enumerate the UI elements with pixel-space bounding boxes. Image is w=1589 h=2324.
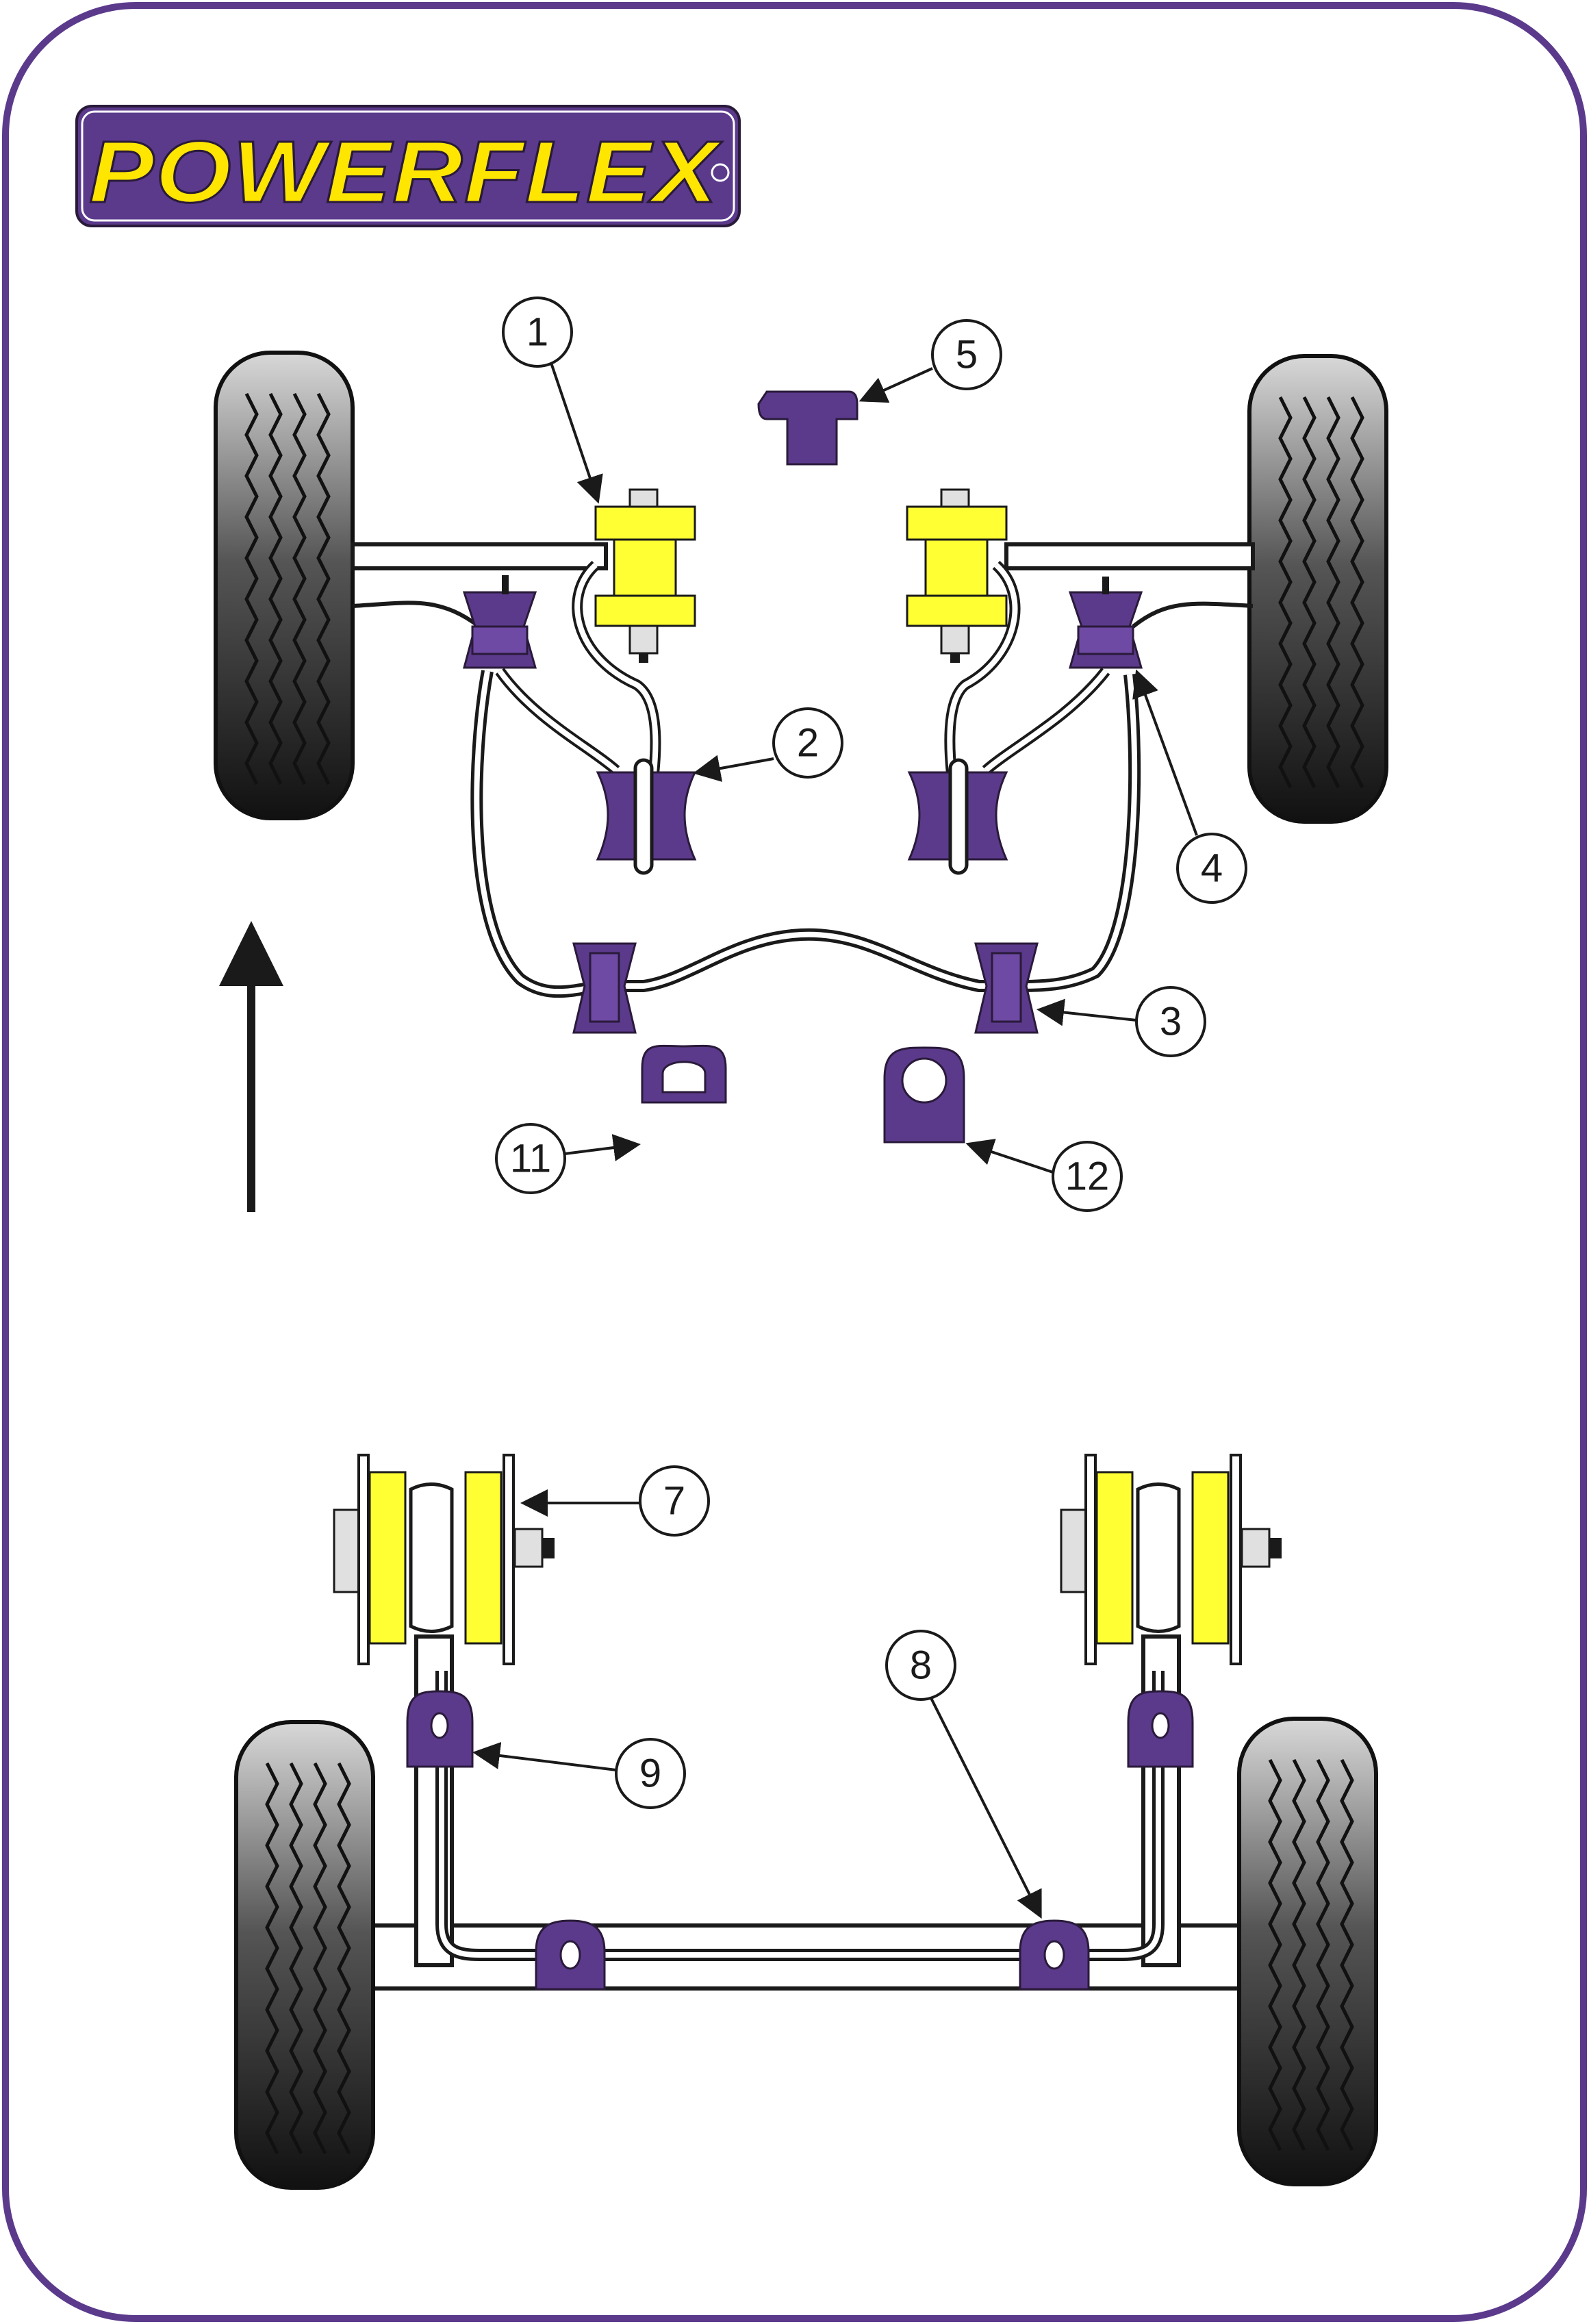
bush-5 [757, 390, 859, 466]
bush-4-right [1068, 577, 1143, 669]
callout-11-label: 11 [510, 1137, 551, 1181]
leader-line-11 [564, 1134, 641, 1161]
leader-line-4 [1132, 669, 1198, 836]
bush-9-left [406, 1690, 474, 1768]
powerflex-logo: POWERFLEX [75, 105, 741, 227]
callout-2-label: 2 [797, 721, 819, 766]
tyre-front-left [216, 353, 353, 818]
callout-5-label: 5 [956, 333, 978, 377]
bush-3-left [572, 942, 637, 1034]
bush-11 [641, 1044, 727, 1104]
callout-1-label: 1 [526, 310, 548, 355]
callout-5: 5 [931, 319, 1002, 390]
bush-9-right [1127, 1690, 1194, 1768]
callout-4-label: 4 [1201, 846, 1223, 891]
rear-anti-roll-bar [435, 1671, 1165, 1961]
callout-8: 8 [885, 1630, 956, 1701]
callout-1: 1 [502, 296, 573, 368]
bush-3-right [974, 942, 1039, 1034]
callout-11: 11 [495, 1123, 566, 1194]
registered-mark-icon [711, 163, 730, 182]
callout-12-label: 12 [1065, 1154, 1110, 1199]
leader-line-2 [693, 755, 774, 782]
callout-9-label: 9 [639, 1752, 661, 1796]
bush-7-right [1060, 1454, 1282, 1665]
callout-2: 2 [772, 707, 843, 779]
callout-3-label: 3 [1160, 1000, 1182, 1044]
callout-8-label: 8 [910, 1643, 932, 1688]
arrow-up-icon [219, 921, 283, 1212]
bush-12 [883, 1046, 965, 1144]
callout-4: 4 [1176, 833, 1247, 904]
bush-2-right [907, 758, 1008, 875]
arb-drop-link-left [572, 561, 661, 774]
leader-line-1 [550, 362, 603, 504]
bush-1-left [594, 488, 696, 663]
bush-7-left [333, 1454, 555, 1665]
callout-3: 3 [1135, 986, 1206, 1057]
bush-2-left [596, 758, 697, 875]
bush-1-right [906, 488, 1008, 663]
callout-12: 12 [1052, 1141, 1123, 1212]
front-left-wishbone [351, 542, 620, 775]
bush-8-left [535, 1919, 606, 1991]
leader-line-12 [965, 1139, 1054, 1174]
tyre-rear-right [1239, 1719, 1376, 2184]
arb-drop-link-right [944, 561, 1021, 774]
front-right-wishbone [982, 542, 1255, 775]
leader-line-3 [1037, 998, 1137, 1026]
callout-7: 7 [639, 1465, 710, 1537]
logo-wordmark: POWERFLEX [89, 123, 722, 221]
tyre-front-right [1249, 356, 1386, 822]
tyre-rear-left [236, 1722, 373, 2188]
leader-line-9 [472, 1742, 617, 1771]
bush-4-left [462, 575, 537, 669]
leader-line-5 [859, 367, 933, 403]
leader-line-8 [930, 1697, 1042, 1919]
front-anti-roll-bar [470, 670, 1141, 998]
callout-9: 9 [615, 1738, 686, 1809]
callout-7-label: 7 [663, 1479, 685, 1524]
bush-8-right [1019, 1919, 1090, 1991]
